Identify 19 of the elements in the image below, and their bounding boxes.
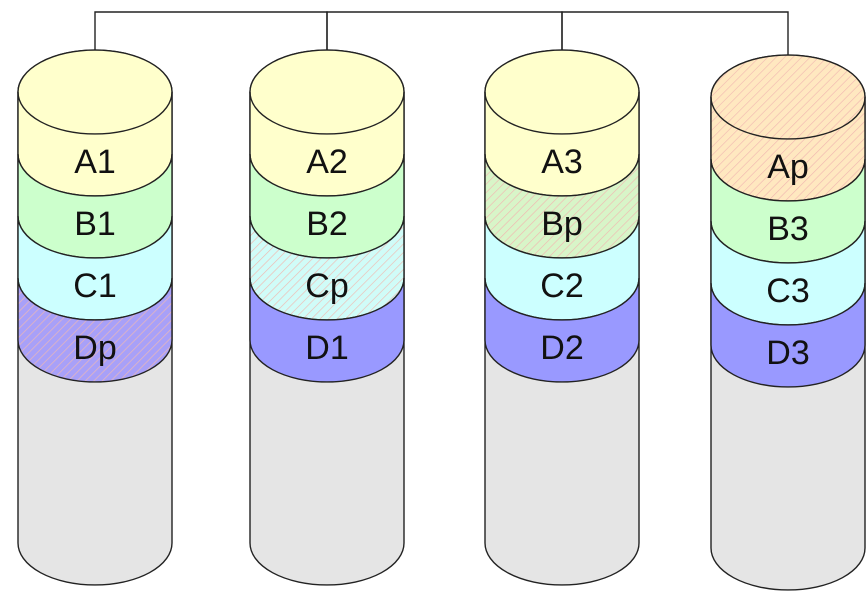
stripe-label: Ap (767, 150, 809, 184)
stripe-label: Dp (73, 331, 117, 365)
stripe-label: C2 (540, 269, 584, 303)
stripe-label: A2 (306, 145, 348, 179)
stripe-label: A3 (541, 145, 583, 179)
stripe-label: Cp (305, 269, 349, 303)
stripe-label: D1 (305, 331, 349, 365)
bus-line (561, 11, 789, 55)
stripe-label: B1 (74, 207, 116, 241)
bus-line (326, 11, 563, 50)
stripe-label: D2 (540, 331, 584, 365)
bus-line (94, 11, 328, 50)
stripe-label: C3 (766, 274, 810, 308)
stripe-label: D3 (766, 336, 810, 370)
stripe-label: A1 (74, 145, 116, 179)
stripe-label: B3 (767, 212, 809, 246)
stripe-label: B2 (306, 207, 348, 241)
stripe-label: C1 (73, 269, 117, 303)
stripe-label: Bp (541, 207, 583, 241)
